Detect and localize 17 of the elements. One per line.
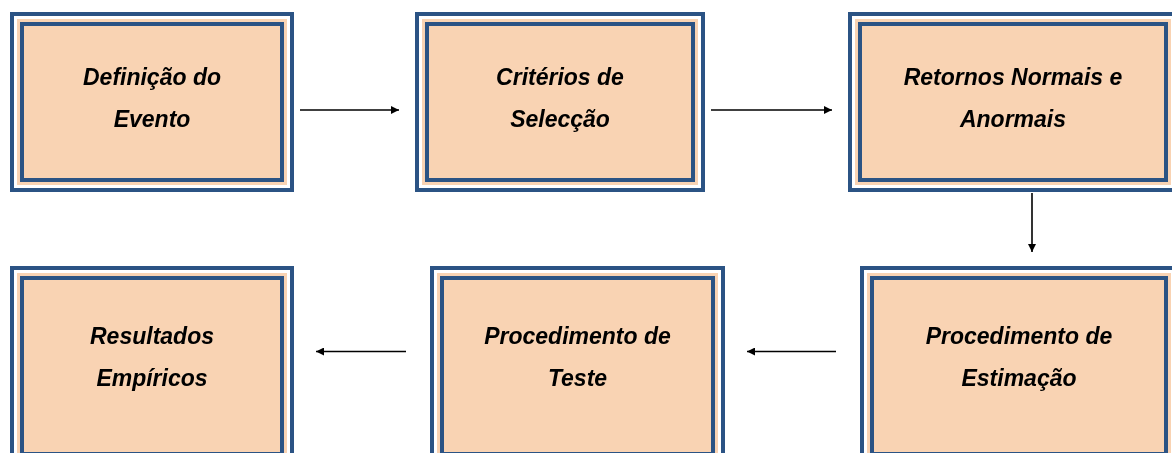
box-label: Retornos Normais e Anormais [902,63,1124,134]
process-box [860,266,1172,453]
box-label: Resultados Empíricos [89,322,215,393]
process-box [848,12,1172,192]
process-box [415,12,705,192]
box-label: Procedimento de Teste [483,322,672,393]
arrow [299,106,400,114]
process-box [430,266,725,453]
arrow [1028,192,1036,253]
process-box [10,266,294,453]
arrow [315,347,407,356]
arrow [746,347,837,356]
box-label: Definição do Evento [82,63,222,134]
arrow [710,106,833,114]
process-box [10,12,294,192]
box-label: Procedimento de Estimação [924,322,1114,393]
box-label: Critérios de Selecção [495,63,625,134]
